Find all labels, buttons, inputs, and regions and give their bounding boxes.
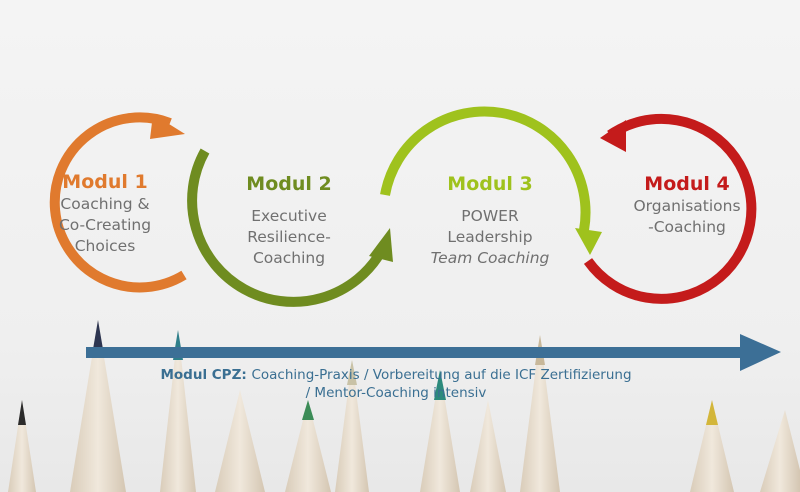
modul-4-cycle-arrow — [583, 113, 757, 304]
modul-4-description: Organisations -Coaching — [633, 197, 741, 236]
cpz-caption-text: Coaching-Praxis / Vorbereitung auf die I… — [251, 367, 632, 383]
modul-3-label: Modul 3 POWER Leadership Team Coaching — [400, 172, 580, 269]
cpz-caption: Modul CPZ: Coaching-Praxis / Vorbereitun… — [96, 366, 696, 402]
modul-3-description: POWER Leadership — [447, 207, 533, 246]
modul-1-description: Coaching & Co-Creating Choices — [58, 195, 152, 255]
cpz-caption-prefix: Modul CPZ: — [160, 367, 252, 383]
modul-4-title: Modul 4 — [644, 173, 730, 195]
cpz-caption-line-2: / Mentor-Coaching intensiv — [305, 385, 487, 401]
modul-3-cycle-arrow — [380, 106, 602, 255]
modul-3-description-italic: Team Coaching — [430, 249, 550, 267]
modul-2-description: Executive Resilience- Coaching — [247, 207, 331, 267]
modul-4-label: Modul 4 Organisations -Coaching — [612, 172, 762, 238]
modul-3-title: Modul 3 — [447, 173, 533, 195]
modul-1-cycle-arrow — [49, 112, 187, 293]
cpz-caption-line-1: Modul CPZ: Coaching-Praxis / Vorbereitun… — [96, 366, 696, 384]
cpz-timeline-arrow — [86, 334, 781, 371]
modul-1-title: Modul 1 — [62, 171, 148, 193]
modul-2-cycle-arrow — [187, 148, 393, 307]
modul-2-label: Modul 2 Executive Resilience- Coaching — [214, 172, 364, 269]
pencils-background — [8, 320, 800, 492]
modul-2-title: Modul 2 — [246, 173, 332, 195]
modul-1-label: Modul 1 Coaching & Co-Creating Choices — [30, 170, 180, 257]
